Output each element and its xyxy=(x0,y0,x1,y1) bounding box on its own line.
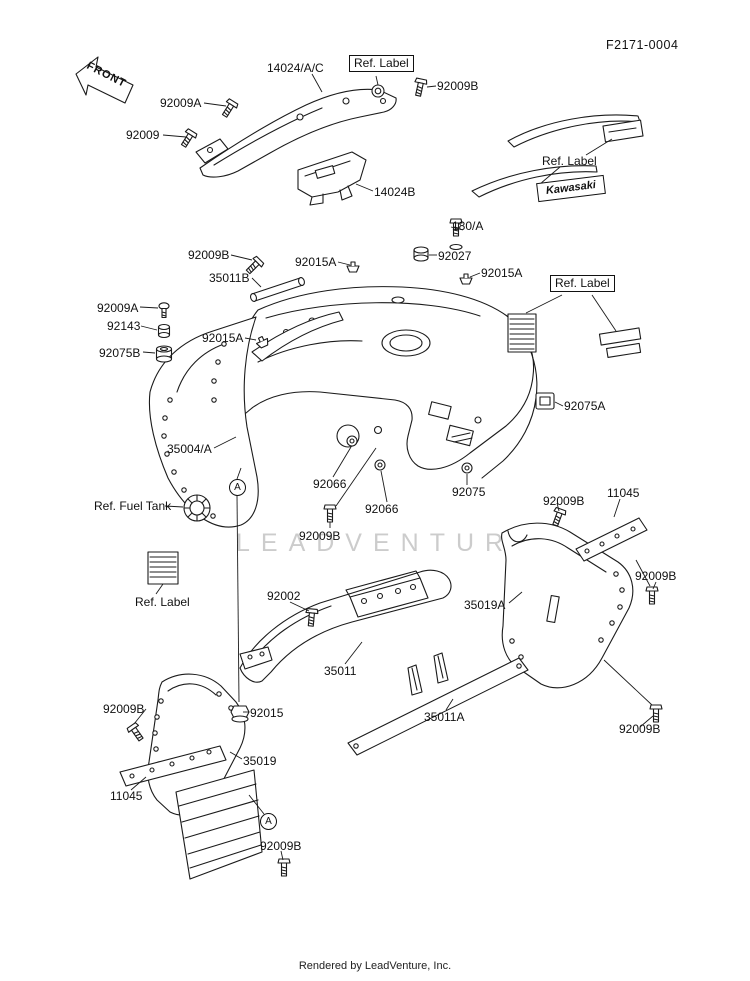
brace-bracket xyxy=(297,151,367,206)
side-cover-right xyxy=(501,522,634,689)
mud-flap xyxy=(175,769,263,880)
front-fender xyxy=(234,286,538,479)
front-fender-brace xyxy=(195,88,397,178)
brand-decal-swooshes xyxy=(471,114,644,198)
leader-lines xyxy=(130,73,657,861)
hardware-bolts xyxy=(125,77,663,877)
leadventure-watermark: LEADVENTURE xyxy=(236,529,542,557)
footer-credit: Rendered by LeadVenture, Inc. xyxy=(298,960,452,972)
label-swatch-right xyxy=(507,313,642,358)
brace-strip-right xyxy=(575,517,648,562)
fender-stay xyxy=(347,652,529,756)
brace-strip-left xyxy=(119,745,227,787)
fender-bracket xyxy=(239,569,452,683)
diagram-code: F2171-0004 xyxy=(606,38,679,52)
fender-rod xyxy=(250,277,305,302)
label-swatch-bottom-left xyxy=(147,551,179,585)
fender-left-wing xyxy=(148,316,259,528)
fuel-tank-ring xyxy=(183,494,211,522)
front-arrow xyxy=(75,56,134,104)
